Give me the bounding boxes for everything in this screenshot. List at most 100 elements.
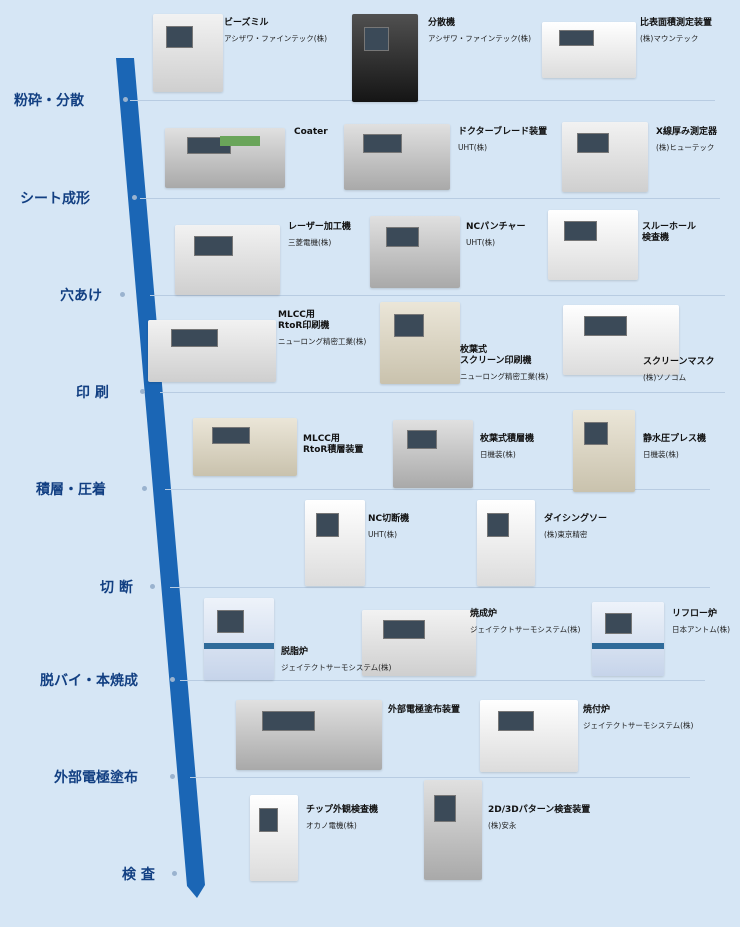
stage-divider bbox=[160, 392, 725, 393]
machine-name: 枚葉式 スクリーン印刷機 bbox=[460, 345, 532, 366]
stage-label: 印 刷 bbox=[76, 385, 109, 401]
machine-window bbox=[171, 329, 218, 347]
machine-name: 外部電極塗布装置 bbox=[388, 705, 461, 715]
machine-photo bbox=[344, 124, 450, 190]
machine-photo bbox=[592, 602, 664, 676]
machine-window bbox=[407, 430, 437, 449]
machine-maker: アシザワ・ファインテック(株) bbox=[428, 34, 532, 43]
stage-label: 切 断 bbox=[100, 580, 133, 596]
machine-name: 2D/3Dパターン検査装置 bbox=[488, 805, 591, 815]
machine-window bbox=[316, 513, 339, 537]
machine-window bbox=[363, 134, 402, 153]
stage-dot bbox=[170, 677, 175, 682]
machine-maker: ジェイテクトサーモシステム(株) bbox=[470, 625, 581, 634]
stage-divider bbox=[165, 489, 710, 490]
machine-photo bbox=[236, 700, 382, 770]
machine-photo bbox=[204, 598, 274, 680]
machine-name: 焼付炉 bbox=[583, 705, 611, 715]
machine-maker: (株)東京精密 bbox=[544, 530, 588, 539]
stage-divider bbox=[180, 680, 705, 681]
stage-dot bbox=[132, 195, 137, 200]
machine-name: 焼成炉 bbox=[470, 609, 498, 619]
machine-photo bbox=[380, 302, 460, 384]
machine-maker: (株)安永 bbox=[488, 821, 517, 830]
stage-dot bbox=[172, 871, 177, 876]
machine-name: スクリーンマスク bbox=[643, 357, 715, 367]
stage-divider bbox=[130, 100, 715, 101]
machine-window bbox=[383, 620, 425, 639]
stage-dot bbox=[142, 486, 147, 491]
machine-window bbox=[259, 808, 278, 832]
stage-divider bbox=[140, 198, 720, 199]
stage-divider bbox=[170, 587, 710, 588]
machine-name: スルーホール 検査機 bbox=[642, 222, 697, 243]
machine-maker: オカノ電機(株) bbox=[306, 821, 357, 830]
machine-maker: 日機装(株) bbox=[480, 450, 516, 459]
machine-window bbox=[487, 513, 509, 537]
machine-name: X線厚み測定器 bbox=[656, 127, 717, 137]
machine-photo bbox=[573, 410, 635, 492]
machine-panel bbox=[220, 136, 260, 146]
stage-label: 検 査 bbox=[122, 867, 155, 883]
machine-window bbox=[217, 610, 244, 633]
stage-dot bbox=[150, 584, 155, 589]
machine-stripe bbox=[592, 643, 664, 649]
machine-maker: (株)ヒューテック bbox=[656, 143, 715, 152]
machine-name: ビーズミル bbox=[224, 18, 269, 28]
stage-dot bbox=[170, 774, 175, 779]
machine-photo bbox=[175, 225, 280, 295]
machine-maker: ニューロング精密工業(株) bbox=[278, 337, 367, 346]
machine-window bbox=[394, 314, 424, 337]
machine-stripe bbox=[204, 643, 274, 649]
machine-name: リフロー炉 bbox=[672, 609, 718, 619]
machine-window bbox=[498, 711, 534, 731]
machine-window bbox=[386, 227, 419, 247]
machine-maker: UHT(株) bbox=[368, 530, 398, 539]
machine-window bbox=[564, 221, 597, 241]
machine-maker: (株)マウンテック bbox=[640, 34, 699, 43]
machine-name: チップ外観検査機 bbox=[306, 805, 379, 815]
machine-name: NCパンチャー bbox=[466, 222, 526, 232]
machine-window bbox=[262, 711, 315, 731]
stage-divider bbox=[190, 777, 690, 778]
machine-window bbox=[194, 236, 233, 256]
machine-maker: (株)ソノコム bbox=[643, 373, 687, 382]
stage-label: 外部電極塗布 bbox=[54, 770, 138, 786]
machine-photo bbox=[352, 14, 418, 102]
stage-divider bbox=[150, 295, 725, 296]
machine-name: レーザー加工機 bbox=[288, 222, 351, 232]
machine-photo bbox=[153, 14, 223, 92]
machine-photo bbox=[165, 128, 285, 188]
machine-window bbox=[584, 422, 608, 445]
machine-maker: ジェイテクトサーモシステム(株) bbox=[281, 663, 392, 672]
machine-photo bbox=[542, 22, 636, 78]
machine-name: MLCC用 RtoR印刷機 bbox=[278, 310, 330, 331]
machine-name: 分散機 bbox=[428, 18, 456, 28]
stage-dot bbox=[120, 292, 125, 297]
machine-photo bbox=[424, 780, 482, 880]
machine-name: ダイシングソー bbox=[544, 514, 608, 524]
machine-name: 静水圧プレス機 bbox=[643, 434, 707, 444]
machine-photo bbox=[193, 418, 297, 476]
machine-photo bbox=[563, 305, 679, 375]
machine-window bbox=[577, 133, 609, 153]
machine-name: 枚葉式積層機 bbox=[480, 434, 535, 444]
machine-window bbox=[559, 30, 594, 46]
machine-photo bbox=[250, 795, 298, 881]
machine-name: 脱脂炉 bbox=[281, 647, 309, 657]
machine-name: NC切断機 bbox=[368, 514, 410, 524]
machine-window bbox=[434, 795, 456, 822]
stage-label: 脱バイ・本焼成 bbox=[40, 673, 138, 689]
machine-photo bbox=[370, 216, 460, 288]
stage-label: シート成形 bbox=[20, 191, 90, 207]
machine-window bbox=[364, 27, 389, 51]
machine-maker: 日本アントム(株) bbox=[672, 625, 731, 634]
machine-maker: アシザワ・ファインテック(株) bbox=[224, 34, 328, 43]
machine-photo bbox=[548, 210, 638, 280]
machine-photo bbox=[477, 500, 535, 586]
stage-label: 積層・圧着 bbox=[36, 482, 106, 498]
machine-name: 比表面積測定装置 bbox=[640, 18, 713, 28]
machine-name: Coater bbox=[294, 127, 328, 137]
machine-photo bbox=[480, 700, 578, 772]
